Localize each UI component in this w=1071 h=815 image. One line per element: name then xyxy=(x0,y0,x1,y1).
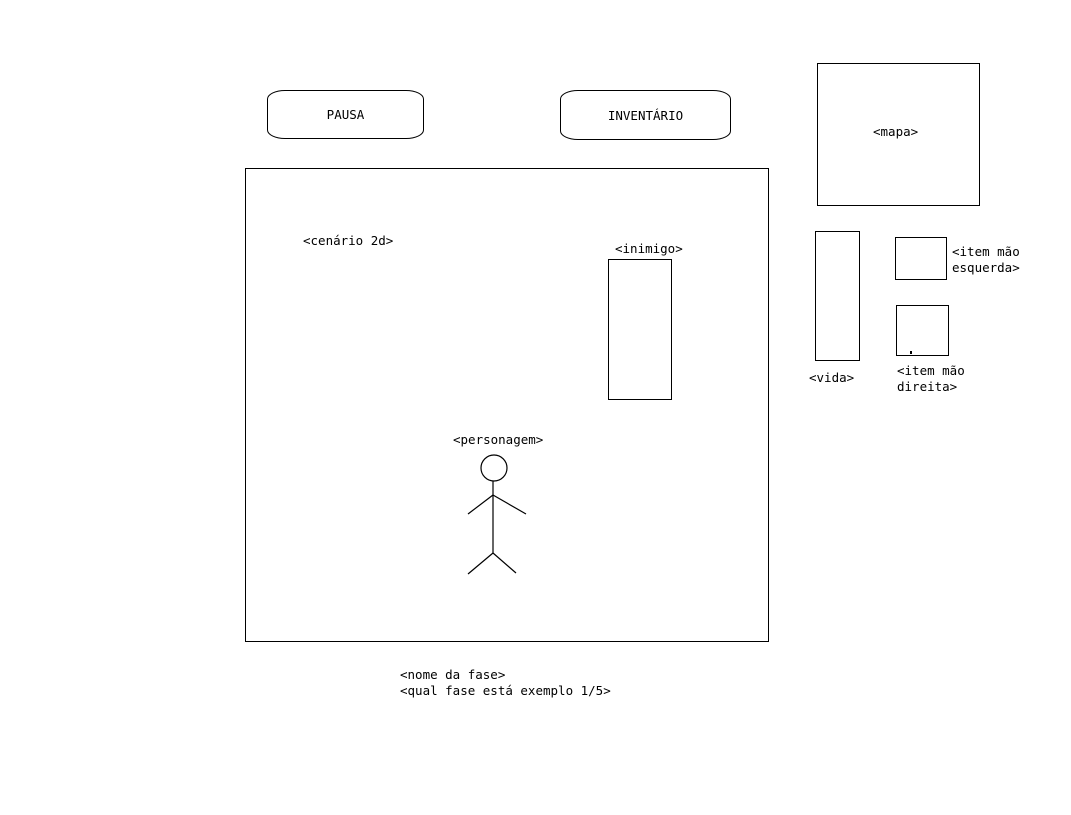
character-stick-figure-icon xyxy=(467,454,527,575)
right-hand-item-label: <item mão direita> xyxy=(897,363,965,394)
slot-dot xyxy=(910,351,912,354)
health-bar xyxy=(815,231,860,361)
level-name-label: <nome da fase> xyxy=(400,667,506,682)
right-hand-item-slot[interactable] xyxy=(896,305,949,356)
enemy-placeholder xyxy=(608,259,672,400)
left-hand-item-label: <item mão esquerda> xyxy=(952,244,1020,275)
inventory-button[interactable]: INVENTÁRIO xyxy=(560,90,731,140)
health-label: <vida> xyxy=(809,370,855,385)
scene-label: <cenário 2d> xyxy=(303,233,394,248)
left-hand-item-slot[interactable] xyxy=(895,237,947,280)
inventory-button-label: INVENTÁRIO xyxy=(607,107,684,123)
minimap-label: <mapa> xyxy=(873,124,919,139)
game-scene xyxy=(245,168,769,642)
pause-button-label: PAUSA xyxy=(326,107,365,122)
minimap-panel xyxy=(817,63,980,206)
character-label: <personagem> xyxy=(453,432,544,447)
enemy-label: <inimigo> xyxy=(615,241,683,256)
level-progress-label: <qual fase está exemplo 1/5> xyxy=(400,683,611,698)
pause-button[interactable]: PAUSA xyxy=(267,90,424,139)
